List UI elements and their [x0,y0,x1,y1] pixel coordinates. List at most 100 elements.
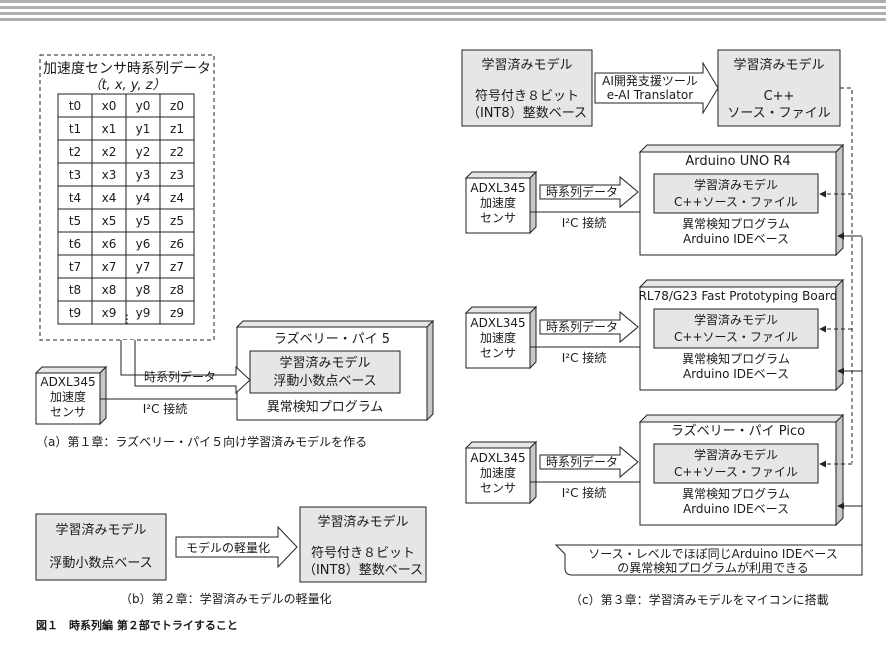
sensor-top-face [464,441,538,449]
time-series-arrow-c [539,175,639,209]
quantize-arrow [175,525,298,569]
sensor-a-line1: ADXL345 [40,375,95,389]
table-cell: z1 [170,122,184,136]
table-cell: y3 [136,168,151,182]
arrow-label-a: 時系列データ [144,369,216,384]
table-cell: y4 [136,191,151,205]
sensor-a-top [34,366,108,374]
sensor-c-line: センサ [480,346,516,360]
rpi5-program-label: 異常検知プログラム [267,399,384,415]
i2c-label-c: I²C 接続 [562,350,607,365]
table-ellipsis: ⋮ [121,312,133,326]
sensor-c [465,312,531,369]
board-side-face [835,413,844,527]
table-cell: x6 [102,237,117,251]
note-line2: の異常検知プログラムが利用できる [617,560,808,575]
note-line1: ソース・レベルでほぼ同じArduino IDEベース [588,547,837,561]
table-cell: z2 [170,145,184,159]
rpi5-model-box [249,350,401,394]
arrow-label-c: 時系列データ [546,454,618,469]
table-cell: x0 [102,99,117,113]
table-cell: t7 [69,260,81,274]
table-cell-border [159,300,195,325]
sensor-side-face [529,305,537,370]
mcu-program-line2: Arduino IDEベース [683,232,789,246]
time-series-arrow-c [539,445,639,479]
table-cell: z4 [170,191,184,205]
sensor-side-face [529,440,537,505]
sensor-top-face [464,171,538,179]
tool-line1: AI開発支援ツール [602,74,698,88]
table-cell: y9 [136,306,151,320]
mcu-board-name: RL78/G23 Fast Prototyping Board [639,289,838,303]
table-cell: z7 [170,260,184,274]
sensor-side-face [529,170,537,235]
caption-a: （a）第１章：ラズベリー・パイ５向け学習済みモデルを作る [36,434,367,449]
table-cell: y5 [136,214,151,228]
cpp-line2: C++ [764,89,795,104]
time-series-arrow-a [120,340,251,395]
i2c-label-a: I²C 接続 [143,401,188,416]
board-side-face [835,143,844,257]
table-cell: z6 [170,237,184,251]
int8-b-line3: （INT8）整数ベース [303,563,423,578]
mcu-program-line1: 異常検知プログラム [682,217,790,231]
panel-b: 学習済みモデル 浮動小数点ベース モデルの軽量化 学習済みモデル 符号付き８ビッ… [35,506,427,606]
table-cell: x3 [102,168,117,182]
table-cell: t5 [69,214,81,228]
table-cell: x5 [102,214,117,228]
sensor-c-line: 加速度 [480,330,516,345]
sensor-a-side [99,365,107,426]
table-cell: t2 [69,145,81,159]
sensor-a-line2: 加速度 [50,389,86,404]
int8-c-line3: （INT8）整数ベース [467,106,587,121]
float-model-line1: 学習済みモデル [55,522,146,538]
i2c-label-c: I²C 接続 [562,215,607,230]
mcu-model-line1: 学習済みモデル [694,177,778,192]
sensor-a-line3: センサ [50,405,86,419]
table-cell: x2 [102,145,117,159]
table-cell: y8 [136,283,151,297]
sensor-c-line: 加速度 [480,195,516,210]
rpi5-board-side [426,319,434,422]
header-stripes [0,0,886,21]
quantize-label: モデルの軽量化 [186,540,270,555]
mcu-model-line1: 学習済みモデル [694,312,778,327]
mcu-board-name: Arduino UNO R4 [685,154,790,169]
sensor-c [465,177,531,234]
table-cell: y0 [136,99,151,113]
table-cell: z9 [170,306,184,320]
mcu-model-line2: C++ソース・ファイル [674,195,798,209]
table-cell: y6 [136,237,151,251]
board-top-face [638,144,845,153]
rpi5-board-top [235,320,435,328]
mcu-model-line2: C++ソース・ファイル [674,465,798,479]
board-top-face [638,414,845,423]
table-cell: x1 [102,122,117,136]
sensor-c-line: センサ [480,211,516,225]
sensor-top-face [464,306,538,314]
cpp-line1: 学習済みモデル [733,57,824,73]
figure-caption: 図１ 時系列編 第２部でトライすること [36,618,238,632]
sensor-c [465,447,531,504]
mcu-program-line1: 異常検知プログラム [682,352,790,366]
table-cell: x8 [102,283,117,297]
sensor-data-vars: （t, x, y, z） [88,77,165,93]
sensor-c-line: ADXL345 [470,181,525,195]
board-top-face [638,279,845,288]
int8-model-box-b [299,506,427,583]
float-model-line2: 浮動小数点ベース [49,556,152,571]
table-cell: t1 [69,122,81,136]
caption-c: （c）第３章：学習済みモデルをマイコンに搭載 [570,592,829,607]
table-cell: y2 [136,145,151,159]
sensor-c-line: ADXL345 [470,316,525,330]
float-model-box [35,513,167,581]
arrow-label-c: 時系列データ [546,184,618,199]
table-cell: z0 [170,99,184,113]
table-cell: t9 [69,306,81,320]
int8-b-line2: 符号付き８ビット [311,545,415,561]
mcu-model-line1: 学習済みモデル [694,447,778,462]
